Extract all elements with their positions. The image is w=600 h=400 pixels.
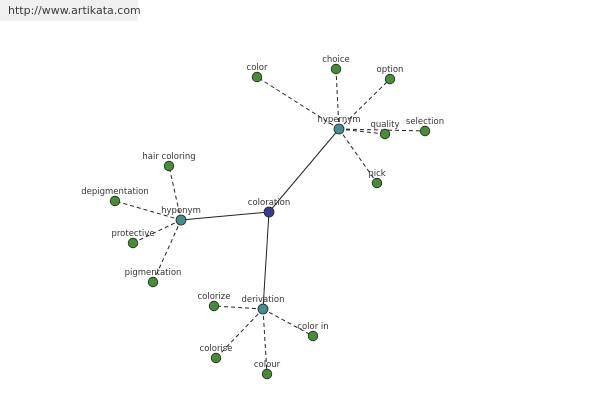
label-depigmentation[interactable]: depigmentation [81,187,149,197]
node-colorize[interactable] [208,300,220,312]
node-depigmentation[interactable] [109,195,121,207]
edge-derivation-color-in [262,308,314,337]
node-color[interactable] [251,71,263,83]
url-bar: http://www.artikata.com [0,0,141,21]
edge-hyponym-hair-coloring [168,165,182,221]
edge-coloration-hyponym [180,211,270,221]
edge-hypernym-quality [338,128,386,135]
node-pick[interactable] [371,177,383,189]
label-pigmentation[interactable]: pigmentation [125,268,182,278]
edge-derivation-colour [262,308,268,375]
label-color[interactable]: color [247,63,268,73]
label-pick[interactable]: pick [368,169,385,179]
node-colorise[interactable] [210,352,222,364]
label-hair-coloring[interactable]: hair coloring [142,152,195,162]
node-coloration[interactable] [263,206,275,218]
edge-hypernym-option [338,78,391,130]
node-hypernym[interactable] [333,123,345,135]
node-option[interactable] [384,73,396,85]
site-url-link[interactable]: http://www.artikata.com [8,4,141,17]
label-colour[interactable]: colour [254,360,281,370]
node-color-in[interactable] [307,330,319,342]
node-quality[interactable] [379,128,391,140]
label-colorise[interactable]: colorise [200,344,233,354]
label-colorize[interactable]: colorize [198,292,231,302]
edge-hypernym-color [256,76,340,130]
edge-coloration-hypernym [268,128,340,213]
node-colour[interactable] [261,368,273,380]
node-hyponym[interactable] [175,214,187,226]
edge-coloration-derivation [262,211,270,310]
label-quality[interactable]: quality [370,120,399,130]
node-pigmentation[interactable] [147,276,159,288]
label-hyponym[interactable]: hyponym [161,206,201,216]
label-option[interactable]: option [377,65,404,75]
node-hair-coloring[interactable] [163,160,175,172]
label-coloration[interactable]: coloration [248,198,290,208]
graph-nodes [109,63,431,380]
edge-derivation-colorize [213,305,264,310]
edge-hyponym-pigmentation [152,219,182,283]
edge-hypernym-choice [335,68,340,130]
graph-edges [114,68,426,375]
label-protective[interactable]: protective [111,229,154,239]
node-derivation[interactable] [257,303,269,315]
edge-derivation-colorise [215,308,264,359]
label-choice[interactable]: choice [322,55,350,65]
label-selection[interactable]: selection [406,117,444,127]
graph-labels: color choice option quality selection pick hyp… [81,55,444,370]
edge-hyponym-depigmentation [114,200,182,221]
node-protective[interactable] [127,237,139,249]
edge-hyponym-protective [132,219,182,244]
node-selection[interactable] [419,125,431,137]
label-color-in[interactable]: color in [297,322,328,332]
label-hypernym[interactable]: hypernym [317,115,360,125]
node-choice[interactable] [330,63,342,75]
label-derivation[interactable]: derivation [241,295,284,305]
